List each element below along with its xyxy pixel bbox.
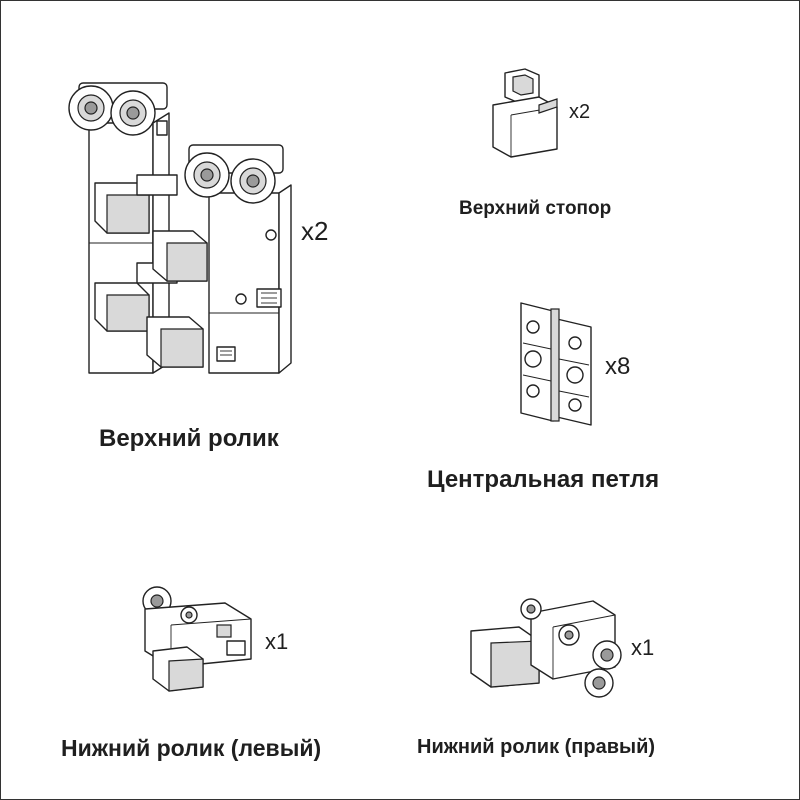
top-roller-drawing [68, 82, 292, 374]
bottom-roller-left-drawing [142, 586, 252, 692]
bottom-roller-right-label: Нижний ролик (правый) [417, 736, 656, 758]
top-stopper-label: Верхний стопор [459, 198, 612, 219]
top-roller-label: Верхний ролик [99, 425, 279, 452]
bottom-roller-right-drawing [470, 598, 622, 698]
top-roller-back-unit [68, 82, 178, 374]
bottom-roller-right-qty: x1 [631, 635, 655, 660]
top-stopper-qty: x2 [569, 101, 591, 123]
top-roller-qty: x2 [301, 216, 329, 246]
top-roller-front-unit [146, 144, 292, 374]
bottom-roller-left-qty: x1 [265, 629, 289, 654]
center-hinge-label: Центральная петля [427, 466, 660, 493]
center-hinge-qty: x8 [605, 353, 631, 380]
bottom-roller-left-label: Нижний ролик (левый) [61, 735, 322, 761]
center-hinge-drawing [520, 302, 592, 426]
top-stopper-drawing [492, 68, 558, 158]
